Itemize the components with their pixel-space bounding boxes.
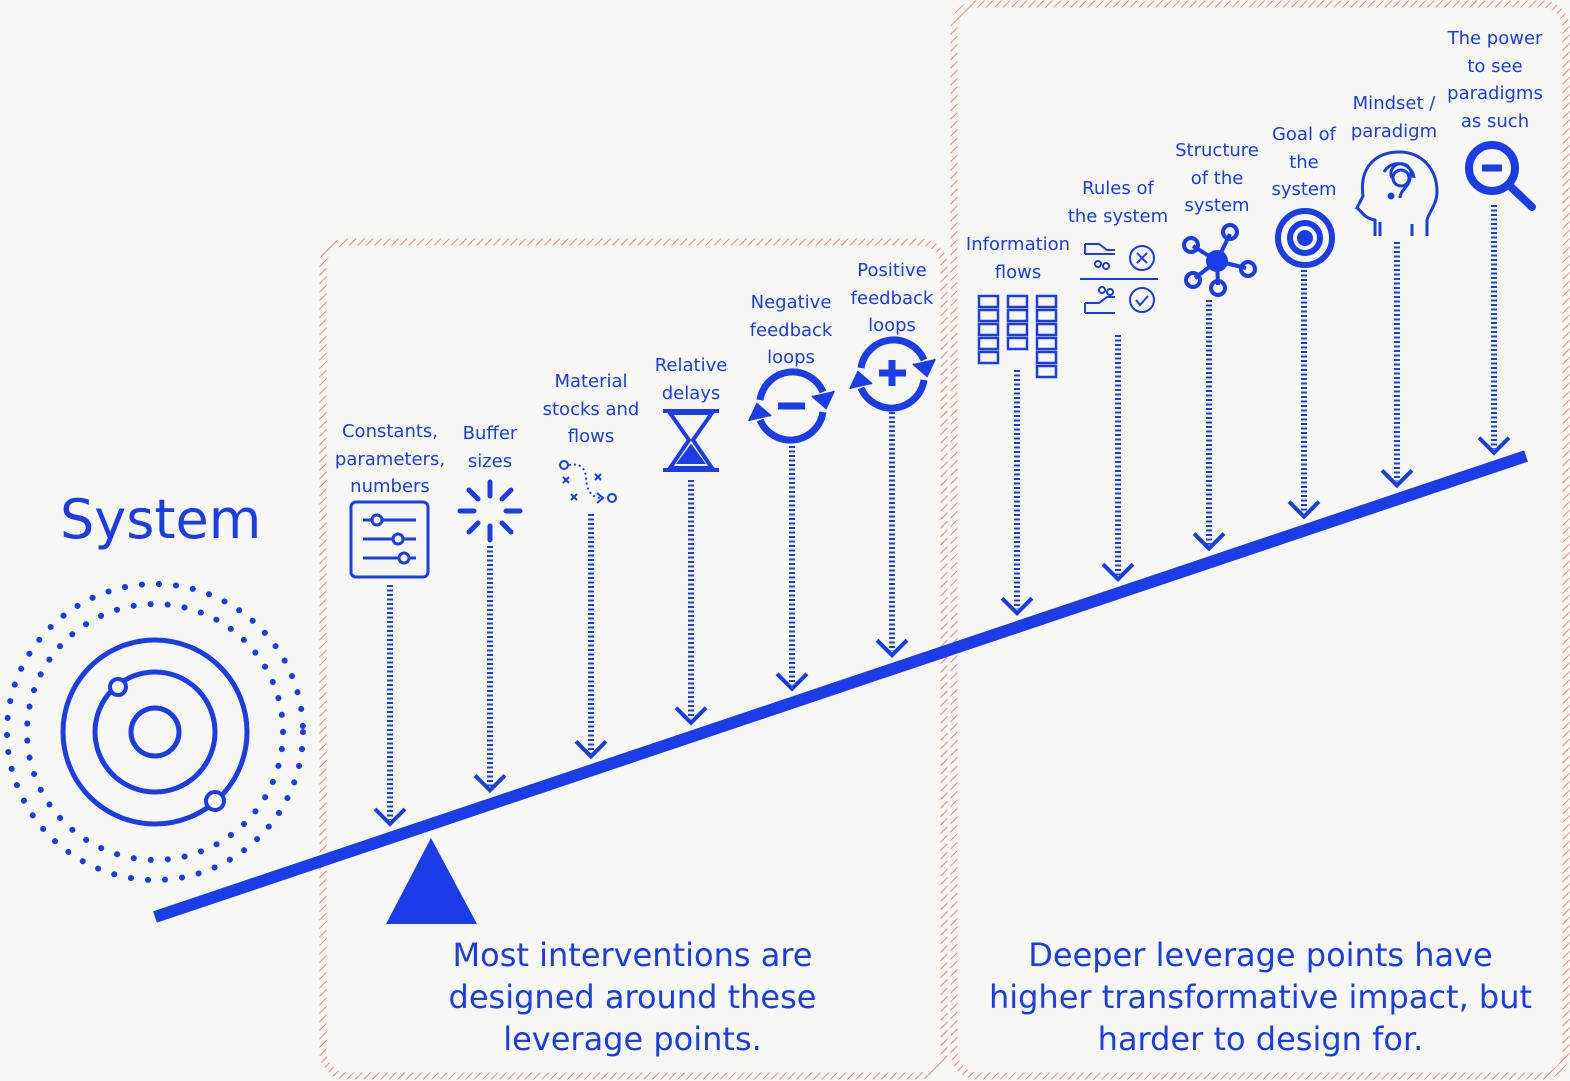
lever-label-rules: Rules of the system (1067, 178, 1169, 227)
plus-cycle-icon (849, 336, 936, 412)
arrow-head-7 (1000, 596, 1034, 616)
blocks-icon (977, 294, 1058, 379)
sliders-icon (349, 500, 430, 579)
fulcrum-triangle (386, 838, 477, 924)
system-orbit-icon (4, 581, 306, 883)
arrow-head-6 (875, 638, 909, 659)
arrow-head-8 (1101, 562, 1135, 583)
arrow-head-9 (1192, 532, 1226, 552)
arrow-head-4 (674, 706, 708, 726)
arrow-head-10 (1287, 500, 1321, 520)
left-frame (319, 238, 948, 1080)
arrow-head-1 (373, 807, 407, 827)
rules-icon (1080, 243, 1158, 314)
arrow-head-3 (574, 739, 608, 760)
head-icon (1354, 150, 1439, 236)
lever-label-buffer: Buffer sizes (462, 423, 518, 472)
lever-label-mindset: Mindset / paradigm (1350, 93, 1438, 142)
flow-path-icon (559, 460, 617, 504)
lever-label-negative: Negative feedback loops (749, 292, 833, 368)
lever-label-delays: Relative delays (654, 355, 728, 404)
network-icon (1182, 223, 1257, 297)
lever-label-information: Information flows (965, 234, 1071, 283)
lever-label-constants: Constants, parameters, numbers (334, 421, 446, 497)
right-caption: Deeper leverage points have higher trans… (988, 936, 1533, 1058)
minus-cycle-icon (748, 368, 835, 444)
arrow-head-2 (473, 773, 507, 794)
lever-label-positive: Positive feedback loops (850, 260, 934, 336)
system-title: System (60, 488, 262, 551)
left-caption: Most interventions are designed around t… (448, 936, 817, 1058)
arrow-head-12 (1477, 436, 1511, 456)
magnifier-minus-icon (1465, 141, 1536, 211)
hourglass-icon (663, 409, 719, 472)
lever-beam (153, 450, 1528, 923)
lever-label-goal: Goal of the system (1271, 124, 1337, 200)
arrow-head-5 (775, 672, 809, 692)
lever-label-structure: Structure of the system (1175, 140, 1259, 216)
lever-label-power: The power to see paradigms as such (1447, 28, 1543, 132)
burst-icon (457, 479, 523, 543)
lever-label-stocks: Material stocks and flows (542, 371, 640, 447)
arrow-head-11 (1380, 468, 1414, 489)
target-icon (1275, 208, 1335, 268)
right-frame (950, 0, 1570, 1080)
